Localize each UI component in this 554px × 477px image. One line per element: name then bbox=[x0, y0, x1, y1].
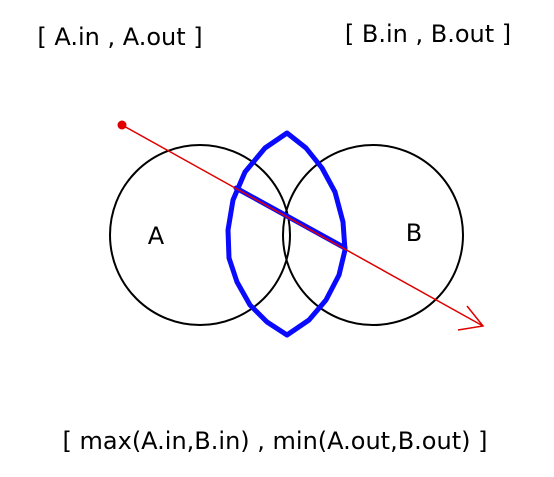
intersection-interval-label: [ max(A.in,B.in) , min(A.out,B.out) ] bbox=[63, 427, 488, 455]
ray-arrowhead bbox=[457, 305, 485, 331]
b-interval-label: [ B.in , B.out ] bbox=[345, 20, 511, 48]
intersection-lens bbox=[225, 130, 348, 338]
circle-a bbox=[109, 144, 291, 326]
ray-line bbox=[121, 124, 484, 327]
circle-b bbox=[282, 144, 464, 326]
ray-origin-point bbox=[117, 120, 127, 130]
circle-a-label: A bbox=[148, 222, 165, 250]
a-interval-label: [ A.in , A.out ] bbox=[37, 23, 202, 51]
circle-b-label: B bbox=[406, 219, 422, 247]
